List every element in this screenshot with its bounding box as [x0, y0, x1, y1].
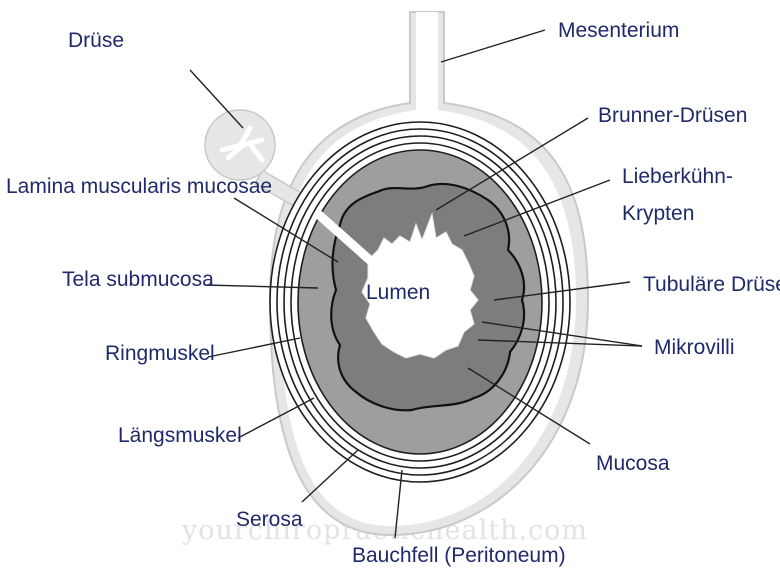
label-mikrovilli: Mikrovilli: [654, 336, 735, 359]
gland: [204, 109, 332, 223]
label-serosa: Serosa: [236, 508, 303, 531]
label-druese: Drüse: [68, 29, 124, 52]
label-laengsmuskel: Längsmuskel: [118, 424, 242, 447]
label-ringmuskel: Ringmuskel: [105, 342, 215, 365]
gland-duct: [315, 210, 375, 266]
label-tela-submucosa: Tela submucosa: [62, 268, 214, 291]
leader-lines: [189, 29, 643, 539]
label-lieberkuehn-2: Krypten: [622, 202, 694, 225]
label-lamina-muscularis-mucosae: Lamina muscularis mucosae: [6, 175, 272, 198]
label-lumen: Lumen: [366, 281, 430, 304]
label-bauchfell: Bauchfell (Peritoneum): [352, 544, 566, 567]
label-mucosa: Mucosa: [596, 452, 670, 475]
label-lieberkuehn-1: Lieberkühn-: [622, 165, 733, 188]
label-brunner-druesen: Brunner-Drüsen: [598, 104, 747, 127]
label-tubulaere-druese: Tubuläre Drüse: [643, 273, 780, 296]
lumen-area: [361, 212, 479, 359]
label-mesenterium: Mesenterium: [558, 19, 679, 42]
